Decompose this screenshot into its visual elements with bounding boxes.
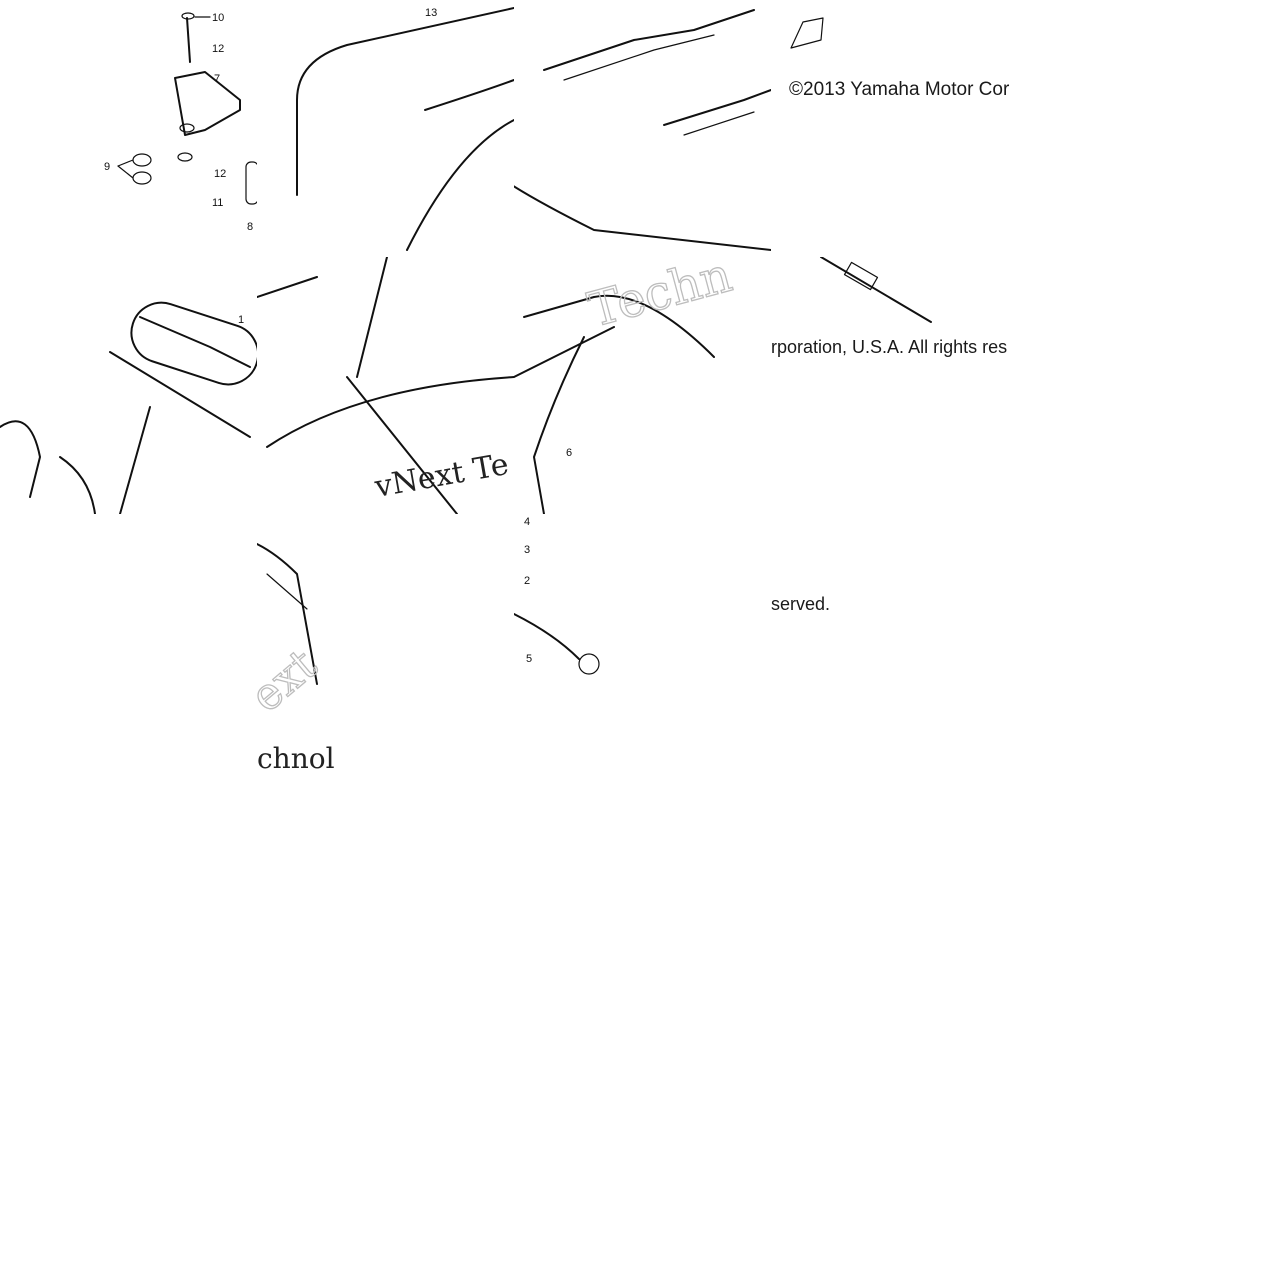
callout-6: 6 [566,447,572,459]
watermark-text-d: chnol [257,742,335,771]
watermark-text-c: ext [257,639,327,722]
callout-12: 12 [212,43,224,55]
tile-copyright-1: ©2013 Yamaha Motor Cor [771,0,1028,257]
callout-13: 13 [425,7,437,19]
cable-lever-drawing: Techn 6 [514,257,738,514]
callout-3: 3 [524,544,530,556]
adjuster-drawing [820,257,932,323]
watermark-text-b: Techn [583,257,738,339]
callout-7: 7 [214,73,220,85]
watermark-text-a: vNext Te [371,447,511,505]
housing-drawing [0,316,251,514]
copyright-line-3: served. [771,594,831,614]
body-center-drawing: vNext Te [257,257,514,514]
bracket-parts-drawing: 10 12 7 9 12 11 8 [104,12,257,233]
tile-brake-lever: 4 3 2 5 [514,514,771,771]
callout-12-lower: 12 [214,168,226,180]
copyright-line-1: ©2013 Yamaha Motor Cor [789,79,1010,100]
callout-4: 4 [524,516,530,528]
brake-lever-drawing: 4 3 2 5 [514,516,600,675]
tile-skis [514,0,771,257]
cable-drawing: 13 [296,7,514,251]
tile-copyright-3: served. [771,514,1028,771]
tile-bracket-parts: 10 12 7 9 12 11 8 [0,0,257,257]
callout-9: 9 [104,161,110,173]
shield-logo-icon [790,17,824,49]
callout-2: 2 [524,575,530,587]
callout-5: 5 [526,653,532,665]
tile-copyright-2: rporation, U.S.A. All rights res [771,257,1028,514]
lower-left-drawing: ext chnol [257,543,335,771]
skis-drawing [514,9,771,251]
callout-8: 8 [247,221,253,233]
tile-lower-left: ext chnol [257,514,514,771]
tile-body-center: vNext Te [257,257,514,514]
callout-10: 10 [212,12,224,24]
tile-cable: 13 [257,0,514,257]
tile-cable-lever: Techn 6 [514,257,771,514]
callout-11: 11 [212,197,223,209]
copyright-line-2: rporation, U.S.A. All rights res [771,337,1008,357]
tile-housing [0,257,257,514]
